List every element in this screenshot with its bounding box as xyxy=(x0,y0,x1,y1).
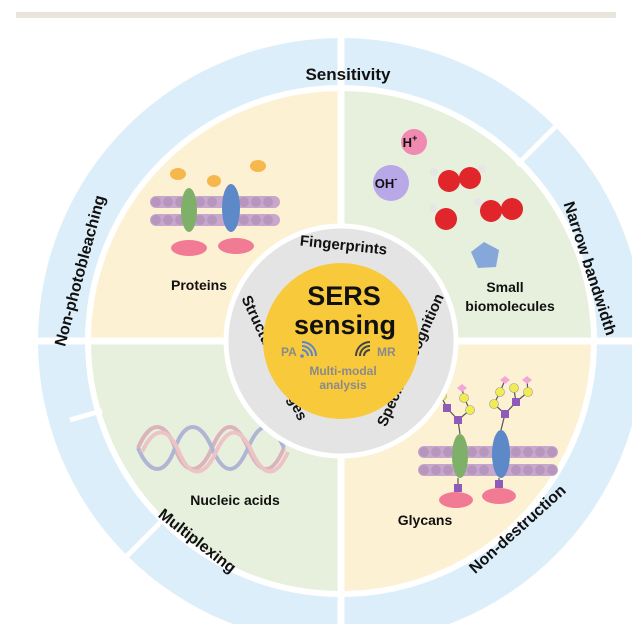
center-title-line1: SERS xyxy=(307,281,381,311)
label-proteins: Proteins xyxy=(171,277,227,293)
top-divider xyxy=(16,12,616,18)
dna-helix-illustration xyxy=(136,425,290,474)
glycan-membrane-illustration xyxy=(418,376,558,508)
membrane-protein-green xyxy=(181,188,197,232)
multimodal-line2: analysis xyxy=(319,378,367,392)
label-glycans: Glycans xyxy=(398,512,453,528)
label-sensitivity: Sensitivity xyxy=(305,65,391,84)
protein-membrane-illustration xyxy=(150,160,280,256)
h-ion xyxy=(401,129,427,155)
oh-ion xyxy=(373,165,409,201)
label-biomolecules: biomolecules xyxy=(465,298,555,314)
center-title-line2: sensing xyxy=(294,310,396,340)
membrane-protein-blue xyxy=(222,184,240,232)
mr-label: MR xyxy=(377,345,396,359)
label-nucleic-acids: Nucleic acids xyxy=(190,492,280,508)
h-ion-label: H+ xyxy=(403,133,418,150)
multimodal-line1: Multi-modal xyxy=(309,364,376,378)
small-biomolecules-illustration: H+ OH- xyxy=(373,129,523,268)
pentagon-molecule xyxy=(471,242,499,268)
oh-ion-label: OH- xyxy=(375,174,398,191)
pa-label: PA xyxy=(281,345,297,359)
magnetic-signal-icon xyxy=(355,341,371,357)
center-circle xyxy=(263,263,419,419)
label-small: Small xyxy=(486,279,523,295)
wireless-signal-icon xyxy=(300,341,317,358)
